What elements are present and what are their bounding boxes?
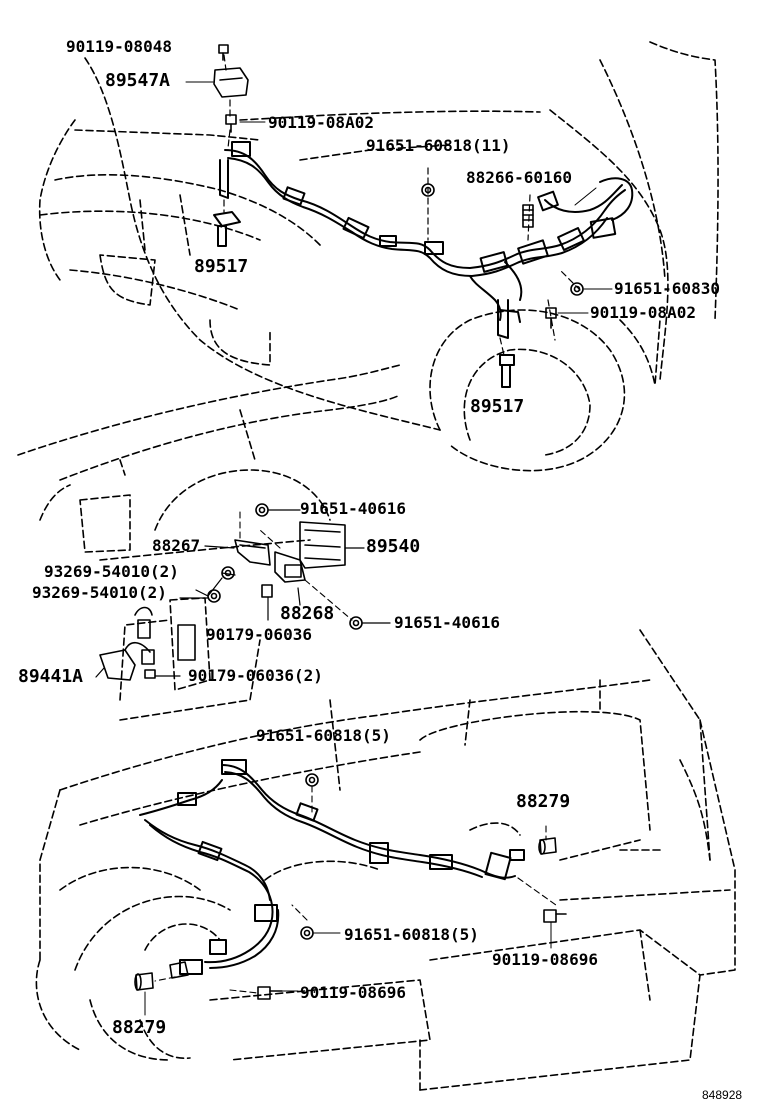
rear-wire-harness — [139, 759, 525, 975]
part-label-91651-60818-5-top: 91651-60818(5) — [256, 726, 391, 745]
top-label-leaders — [185, 81, 613, 314]
middle-dashed-leaders — [239, 511, 353, 621]
part-label-90119-08696-bottom: 90119-08696 — [300, 983, 406, 1002]
part-label-90119-08A02-top: 90119-08A02 — [268, 113, 374, 132]
middle-body-outline — [17, 364, 401, 721]
part-label-91651-40616-bottom: 91651-40616 — [394, 613, 500, 632]
part-label-91651-60830: 91651-60830 — [614, 279, 720, 298]
part-label-91651-40616-top: 91651-40616 — [300, 499, 406, 518]
part-label-90179-06036: 90179-06036 — [206, 625, 312, 644]
top-fasteners — [213, 44, 584, 329]
rear-leader-lines — [154, 785, 557, 994]
middle-leader-lines — [95, 509, 391, 678]
part-label-89547A: 89547A — [105, 70, 171, 91]
part-label-90119-08696-right: 90119-08696 — [492, 950, 598, 969]
front-body-outline — [38, 41, 719, 472]
part-label-89517-bottom: 89517 — [470, 396, 525, 417]
front-wire-harness — [213, 141, 634, 388]
part-label-90179-06036-2: 90179-06036(2) — [188, 666, 323, 685]
part-label-88267: 88267 — [152, 536, 201, 555]
part-label-88279-right: 88279 — [516, 791, 571, 812]
part-label-93269-54010-b: 93269-54010(2) — [32, 583, 167, 602]
figure-code: 848928 — [702, 1088, 743, 1102]
part-label-89517-left: 89517 — [194, 256, 249, 277]
part-label-88266-60160: 88266-60160 — [466, 168, 572, 187]
rear-body-outline — [35, 629, 736, 1091]
part-label-88279-left: 88279 — [112, 1017, 167, 1038]
part-label-90119-08048: 90119-08048 — [66, 37, 172, 56]
part-label-90119-08A02-right: 90119-08A02 — [590, 303, 696, 322]
part-label-91651-60818-11: 91651-60818(11) — [366, 136, 511, 155]
part-label-89441A: 89441A — [18, 666, 84, 687]
rear-label-leaders — [144, 921, 552, 1016]
part-label-91651-60818-5-mid: 91651-60818(5) — [344, 925, 479, 944]
part-label-93269-54010-a: 93269-54010(2) — [44, 562, 179, 581]
part-label-89540: 89540 — [366, 536, 421, 557]
part-label-88268: 88268 — [280, 603, 335, 624]
